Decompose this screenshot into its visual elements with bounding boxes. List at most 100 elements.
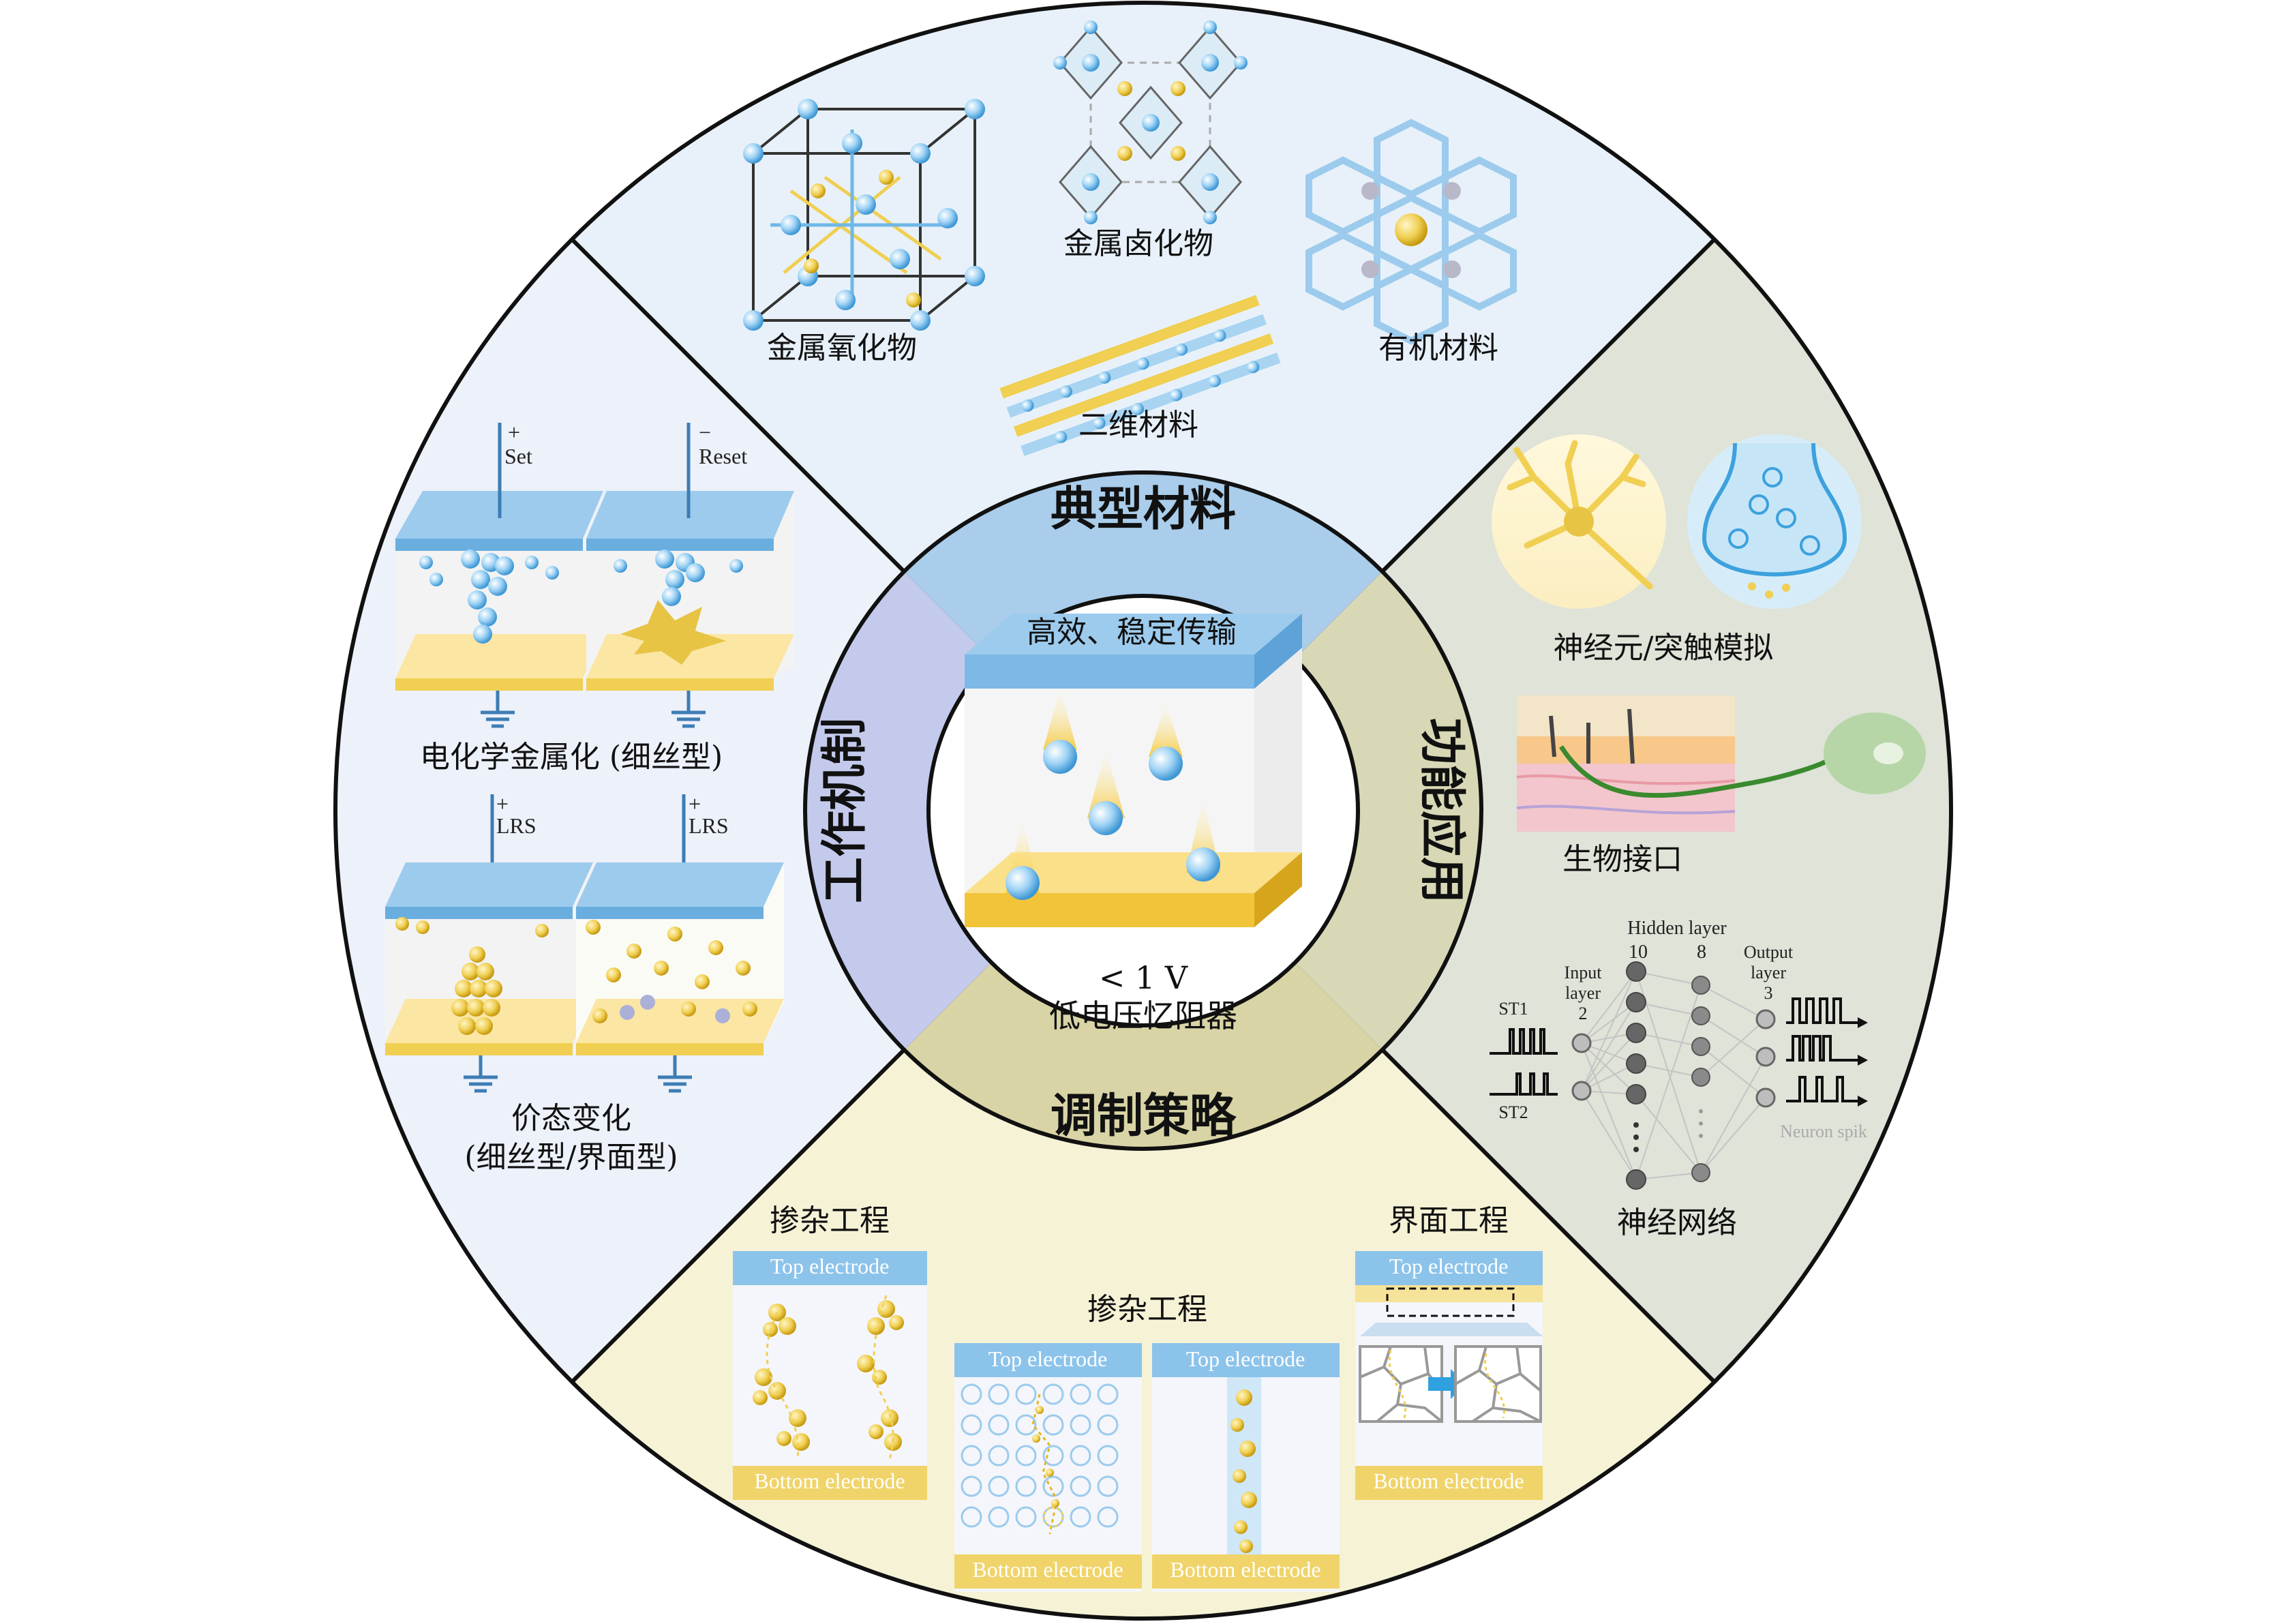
ground-symbol: [481, 691, 515, 728]
label-metal-halide: 金属卤化物: [1063, 226, 1213, 261]
panel-interface-top-electrode: Top electrode: [1389, 1254, 1509, 1278]
nn-input-2: layer: [1565, 983, 1601, 1003]
vcm-caption-line2: (细丝型/界面型): [464, 1140, 678, 1175]
metal-halide-illustration: [1053, 20, 1248, 224]
label-organic: 有机材料: [1378, 331, 1498, 365]
neural-network: [1490, 961, 1868, 1190]
panel-lattice-top-electrode: Top electrode: [988, 1347, 1108, 1371]
nn-input-1: Input: [1565, 963, 1603, 982]
panel-left-bottom-electrode: Bottom electrode: [754, 1469, 905, 1493]
bio-interface-illustration: [1516, 695, 1926, 832]
neurotransmitters: [1748, 582, 1790, 599]
nn-st1: ST1: [1498, 999, 1528, 1019]
set-sign: +: [508, 420, 520, 445]
label-metal-oxide: 金属氧化物: [767, 331, 917, 365]
bottom-electrode-side: [1254, 852, 1302, 927]
panel-left-top-electrode: Top electrode: [770, 1254, 890, 1278]
outer-circle: [333, 1, 1953, 1621]
mechanisms-section: + Set − Reset 电化学金属化 (细丝型): [385, 420, 794, 1175]
nn-output-2: layer: [1751, 963, 1786, 982]
rupture-burst: [620, 600, 726, 665]
device-body-side: [1254, 614, 1302, 927]
lrs-sign-1: +: [496, 792, 509, 816]
ion: [1043, 740, 1077, 774]
lrs-label-1: LRS: [496, 813, 537, 838]
ion-beam: [1087, 750, 1125, 818]
vcm-interface-cell: [576, 862, 784, 1055]
applications-section: 神经元/突触模拟 生物接口: [1490, 434, 1926, 1240]
nn-input-3: 2: [1579, 1004, 1588, 1023]
center-device: 高效、稳定传输 < 1 V 低电压忆阻器: [965, 614, 1302, 1034]
reset-label: Reset: [699, 444, 747, 468]
synapse-terminal: [1702, 442, 1847, 577]
ring-segment-bottom: [904, 963, 1383, 1149]
lrs-label-2: LRS: [689, 813, 729, 838]
ground-symbol: [464, 1055, 498, 1093]
neuron-synapse-caption: 神经元/突触模拟: [1554, 631, 1774, 665]
synaptic-vesicles: [1728, 467, 1820, 556]
ring-segment-top: [904, 472, 1383, 659]
nn-hidden-10: 10: [1629, 942, 1648, 963]
nn-output-1: Output: [1744, 942, 1794, 962]
neural-network-caption: 神经网络: [1617, 1205, 1737, 1240]
panel-channel-bottom-electrode: Bottom electrode: [1170, 1557, 1320, 1582]
ring-label-materials: 典型材料: [1051, 482, 1236, 537]
organic-atoms: [1361, 182, 1461, 278]
reset-sign: −: [699, 420, 711, 445]
organic-illustration: [1305, 119, 1517, 345]
strategies-section: 掺杂工程 掺杂工程 界面工程 Top electrode Bottom elec…: [733, 1203, 1543, 1592]
two-d-illustration: [999, 295, 1281, 457]
top-electrode-top: [965, 614, 1302, 655]
ion: [1186, 847, 1220, 882]
ecm-caption: 电化学金属化 (细丝型): [420, 740, 723, 775]
ring-segment-left: [804, 571, 991, 1050]
metal-oxide-atoms: [743, 99, 985, 331]
ground-symbol: [671, 691, 706, 728]
ring-segment-right: [1295, 571, 1482, 1050]
ion: [1149, 747, 1183, 781]
vcm-filament-cell: [385, 862, 593, 1055]
ion-beam: [1149, 702, 1183, 757]
center-top-label: 高效、稳定传输: [1027, 615, 1237, 650]
ion: [1006, 866, 1040, 900]
ring-label-applications: 功能应用: [1415, 718, 1469, 903]
nn-hidden-layer: Hidden layer: [1627, 918, 1727, 939]
doping-panel-channel: [1152, 1343, 1340, 1592]
ecm-reset-cell: [586, 491, 794, 691]
lrs-sign-2: +: [689, 792, 701, 816]
interface-title: 界面工程: [1389, 1203, 1509, 1238]
bio-interface-caption: 生物接口: [1562, 842, 1682, 877]
center-device-name: 低电压忆阻器: [1049, 997, 1237, 1034]
metal-oxide-illustration: [752, 108, 976, 322]
nn-hidden-8: 8: [1697, 942, 1706, 963]
doping-mid-title: 掺杂工程: [1087, 1292, 1207, 1327]
ring-outer-edge: [803, 470, 1483, 1151]
ecm-set-cell: [395, 491, 603, 691]
interface-panel: [1355, 1251, 1543, 1500]
top-electrode-side: [1254, 614, 1302, 689]
neuron-cell: [1507, 440, 1653, 590]
doping-left-title: 掺杂工程: [770, 1203, 890, 1238]
ion-beams: [1006, 689, 1220, 900]
neuron-soma: [1564, 507, 1594, 537]
label-two-d: 二维材料: [1078, 408, 1198, 442]
panel-interface-bottom-electrode: Bottom electrode: [1373, 1469, 1524, 1493]
ring-label-strategies: 调制策略: [1051, 1089, 1237, 1143]
nn-neuron-spike: Neuron spik: [1780, 1122, 1867, 1141]
nn-output-3: 3: [1764, 983, 1773, 1003]
panel-channel-top-electrode: Top electrode: [1186, 1347, 1305, 1371]
ring-label-mechanisms: 工作机制: [817, 718, 872, 903]
nn-st2: ST2: [1498, 1102, 1528, 1122]
bottom-electrode-front: [965, 893, 1254, 927]
center-voltage: < 1 V: [1099, 959, 1188, 996]
panel-lattice-bottom-electrode: Bottom electrode: [972, 1557, 1123, 1582]
top-electrode-front: [965, 655, 1254, 689]
vcm-caption-line1: 价态变化: [511, 1101, 631, 1136]
ion-beam: [1043, 689, 1077, 750]
materials-section: 金属氧化物 金属卤化物: [743, 20, 1517, 457]
doping-panel-lattice: [954, 1343, 1142, 1592]
doping-panel-left: [733, 1251, 927, 1500]
set-label: Set: [504, 444, 532, 468]
ground-symbol: [658, 1055, 692, 1093]
